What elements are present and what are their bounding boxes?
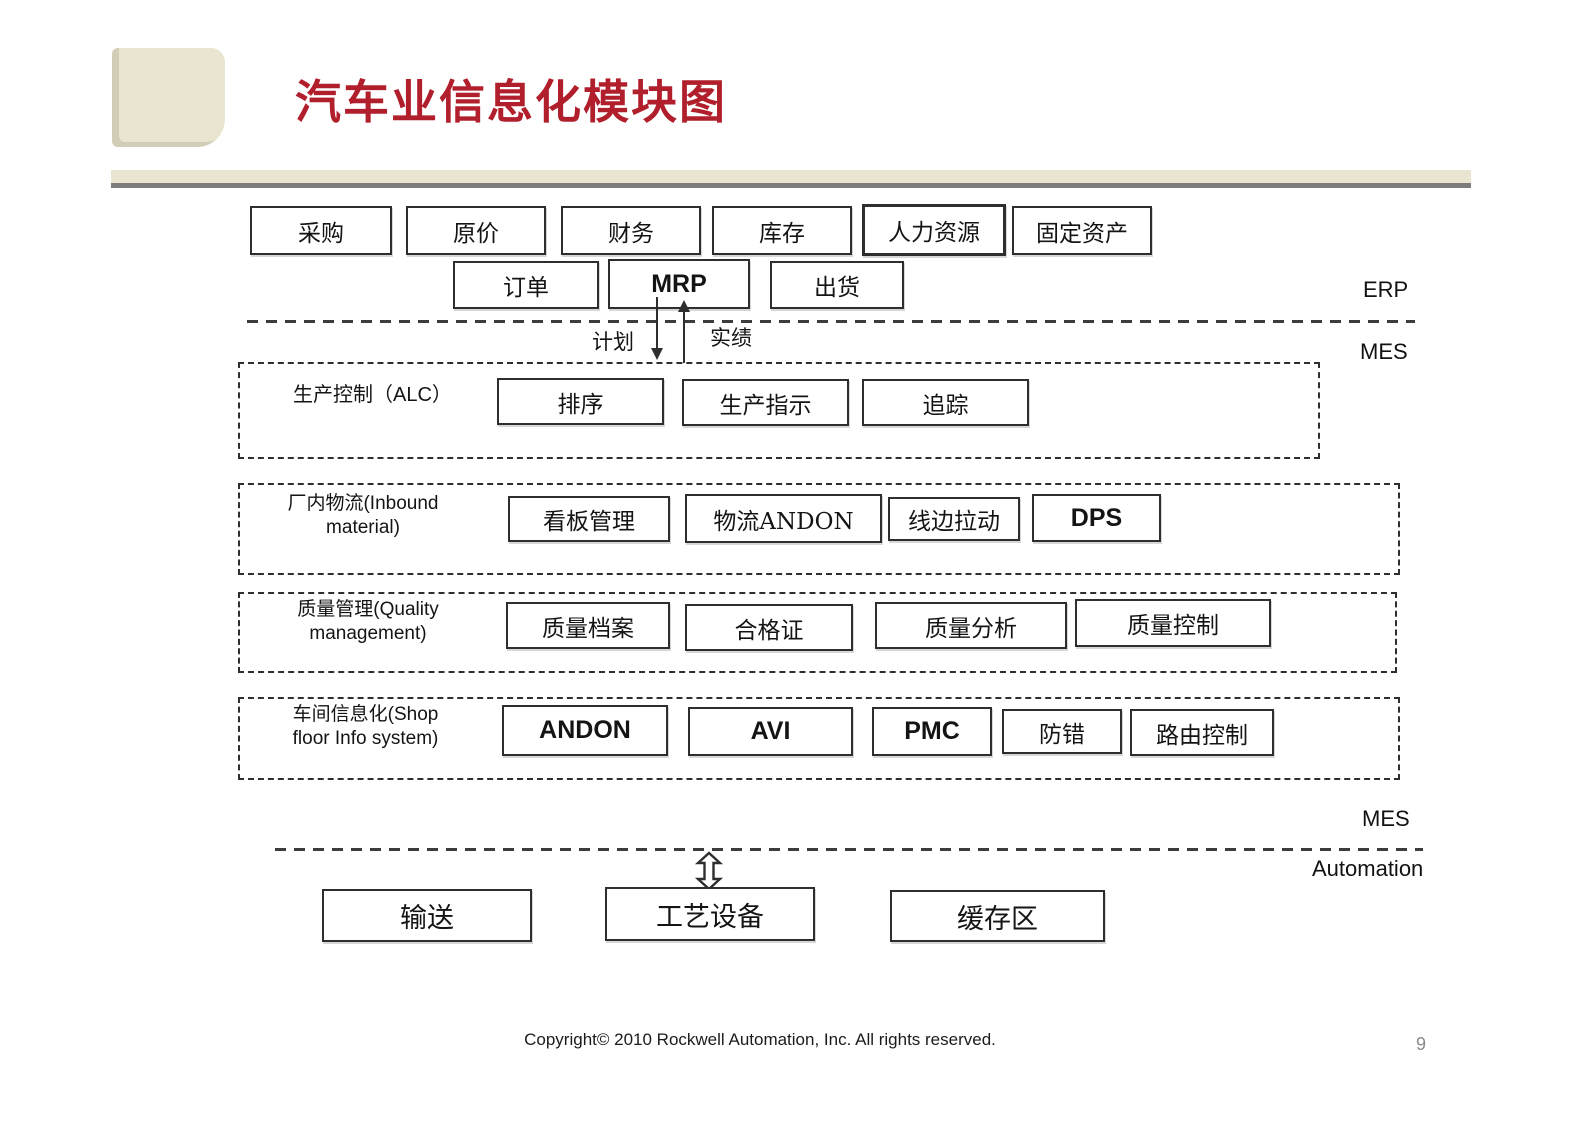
module-box-dps: DPS: [1032, 494, 1161, 542]
erp-box-human-resources: 人力资源: [862, 204, 1006, 256]
module-box-quality-analysis: 质量分析: [875, 602, 1067, 649]
module-box-andon: ANDON: [502, 705, 668, 756]
actual-label: 实绩: [710, 326, 752, 350]
group-label-line: 生产控制（ALC）: [293, 384, 452, 406]
header-gray-rule: [111, 183, 1471, 188]
header-beige-band: [111, 170, 1471, 183]
module-box-tracking: 追踪: [862, 379, 1029, 426]
page-title: 汽车业信息化模块图: [295, 75, 727, 129]
module-box-routing-control: 路由控制: [1130, 709, 1274, 756]
layer-label-automation: Automation: [1312, 856, 1424, 881]
module-box-certificate: 合格证: [685, 604, 853, 651]
group-label-line: management): [309, 623, 427, 644]
group-shop-floor-label: 车间信息化(Shop floor Info system): [258, 703, 473, 751]
group-quality-management-frame: [238, 592, 1397, 673]
group-production-control-frame: [238, 362, 1320, 459]
module-box-pmc: PMC: [872, 707, 992, 756]
group-label-line: 车间信息化(Shop: [292, 704, 439, 725]
plan-label: 计划: [592, 330, 634, 354]
erp-box-raw-price: 原价: [406, 206, 546, 255]
module-box-production-instruction: 生产指示: [682, 379, 849, 426]
erp-box-inventory: 库存: [712, 206, 852, 255]
module-box-quality-records: 质量档案: [506, 602, 670, 649]
module-box-kanban: 看板管理: [508, 496, 670, 542]
group-inbound-material-frame: [238, 483, 1400, 575]
module-box-avi: AVI: [688, 707, 853, 756]
group-shop-floor-frame: [238, 697, 1400, 780]
group-label-line: material): [326, 517, 400, 538]
module-box-error-proofing: 防错: [1002, 709, 1122, 754]
group-quality-management-label: 质量管理(Quality management): [268, 598, 468, 646]
erp-box-finance: 财务: [561, 206, 701, 255]
updown-arrow-icon: [694, 851, 724, 891]
module-box-quality-control: 质量控制: [1075, 599, 1271, 647]
copyright-text: Copyright© 2010 Rockwell Automation, Inc…: [524, 1030, 996, 1049]
module-box-lineside-pull: 线边拉动: [888, 497, 1020, 541]
page-number: 9: [1416, 1034, 1427, 1054]
mes-automation-divider: [275, 848, 1423, 851]
group-label-line: 厂内物流(Inbound: [287, 493, 439, 514]
corner-accent-block: [112, 48, 225, 147]
layer-label-mes-top: MES: [1360, 339, 1408, 364]
actual-arrow-head-icon: [678, 300, 690, 312]
layer-label-mes-bottom: MES: [1362, 806, 1410, 831]
plan-arrow-line: [656, 297, 658, 349]
automation-box-buffer-zone: 缓存区: [890, 890, 1105, 942]
layer-label-erp: ERP: [1363, 277, 1409, 302]
erp-box-orders: 订单: [453, 261, 599, 309]
module-box-sequencing: 排序: [497, 378, 664, 425]
group-label-line: 质量管理(Quality: [297, 599, 439, 620]
erp-mes-divider: [247, 320, 1415, 323]
group-production-control-label: 生产控制（ALC）: [293, 383, 452, 407]
erp-box-procurement: 采购: [250, 206, 392, 255]
automation-box-process-equipment: 工艺设备: [605, 887, 815, 941]
automation-box-conveyor: 输送: [322, 889, 532, 942]
actual-arrow-line: [683, 311, 685, 363]
module-box-logistics-andon: 物流ANDON: [685, 494, 882, 543]
erp-box-shipping: 出货: [770, 261, 904, 309]
group-inbound-material-label: 厂内物流(Inbound material): [263, 492, 463, 540]
group-label-line: floor Info system): [292, 728, 439, 749]
erp-box-fixed-assets: 固定资产: [1012, 206, 1152, 255]
plan-arrow-head-icon: [651, 348, 663, 360]
